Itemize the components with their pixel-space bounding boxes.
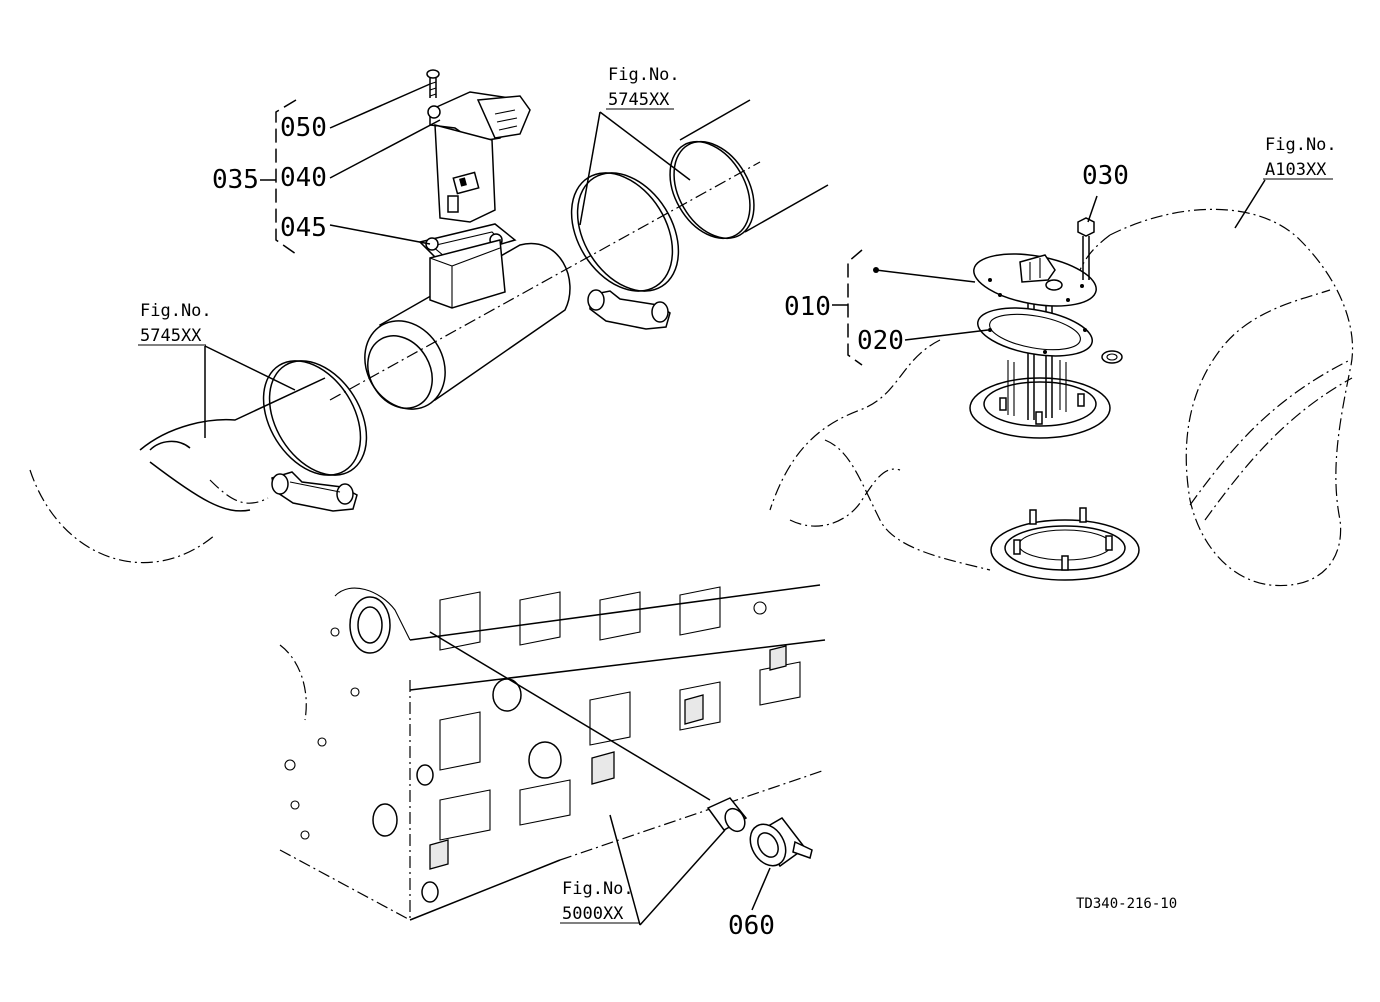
engine-block xyxy=(279,584,826,921)
knock-sensor xyxy=(749,817,813,868)
sender-flange-lower xyxy=(990,507,1140,581)
part-number-030: 030 xyxy=(1082,161,1129,191)
part-number-060: 060 xyxy=(728,911,775,941)
left-intake-hose xyxy=(29,377,326,564)
fuel-sender-unit xyxy=(969,300,1111,439)
right-hose-clamp xyxy=(570,172,680,330)
airflow-sensor xyxy=(427,91,531,223)
part-number-045: 045 xyxy=(280,213,327,243)
drain-washer xyxy=(1101,350,1123,364)
knock-sensor-adapter xyxy=(706,797,748,833)
engine-ref-number: 5000XX xyxy=(562,904,624,924)
drawing-code: TD340-216-10 xyxy=(1076,896,1177,912)
sensor-screw xyxy=(426,69,440,98)
tank-ref-number: A103XX xyxy=(1265,160,1327,180)
top-pipe-ref-label: Fig.No. xyxy=(608,65,680,85)
right-intake-hose xyxy=(669,99,829,240)
left-hose-clamp xyxy=(262,360,368,512)
part-number-040: 040 xyxy=(280,163,327,193)
sensor-mount-box xyxy=(429,239,506,309)
part-number-050: 050 xyxy=(280,113,327,143)
intake-tube xyxy=(329,161,761,410)
fuel-tank-outline xyxy=(769,208,1354,587)
left-pipe-ref-number: 5745XX xyxy=(140,326,202,346)
tank-ref-label: Fig.No. xyxy=(1265,135,1337,155)
sender-top-plate xyxy=(973,253,1097,307)
part-number-020: 020 xyxy=(857,326,904,356)
sender-gasket xyxy=(977,307,1093,357)
part-number-010: 010 xyxy=(784,292,831,322)
part-number-035: 035 xyxy=(212,165,259,195)
engine-ref-label: Fig.No. xyxy=(562,879,634,899)
left-pipe-ref-label: Fig.No. xyxy=(140,301,212,321)
sender-bolt xyxy=(1077,217,1095,280)
leader-lines xyxy=(204,83,1266,926)
top-pipe-ref-number: 5745XX xyxy=(608,90,670,110)
